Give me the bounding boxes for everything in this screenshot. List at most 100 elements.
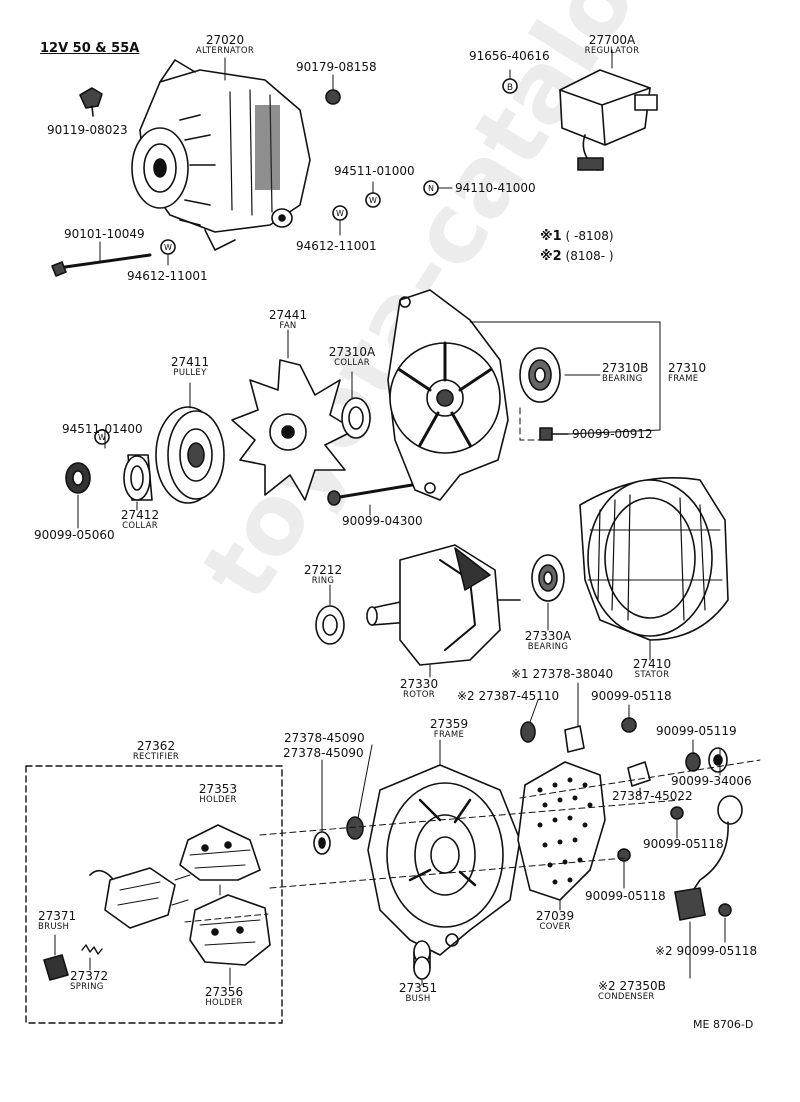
part-number: 90099-34006 xyxy=(671,774,752,788)
part-number: 27353 xyxy=(198,782,238,796)
part-number: 94511-01000 xyxy=(334,164,415,178)
pulley-27411-drawing xyxy=(155,406,225,504)
part-label-94511a: 94511-01000 xyxy=(334,165,415,178)
marker-b-drawing: B xyxy=(502,69,518,94)
frame-27310-drawing xyxy=(387,289,509,501)
part-number: 27330A xyxy=(524,629,572,643)
part-number: ※2 27387-45110 xyxy=(457,689,560,703)
part-label-94511b: 94511-01400 xyxy=(62,423,143,436)
part-number: 90099-05118 xyxy=(643,837,724,851)
bearing-27330a-drawing xyxy=(531,554,565,602)
leader-lines-middle xyxy=(329,584,651,678)
part-name: BEARING xyxy=(527,642,569,652)
part-number: 27387-45022 xyxy=(612,789,693,803)
part-number: 27212 xyxy=(303,563,343,577)
bearing-27310b-drawing xyxy=(519,347,561,403)
part-name: RECTIFIER xyxy=(132,752,180,762)
regulator-drawing xyxy=(559,69,658,171)
legend-mark-2: ※2 (8108- ) xyxy=(540,249,614,264)
collar-27310a-drawing xyxy=(341,397,371,439)
leader-lines-bottom xyxy=(54,682,726,986)
part-number: 94612-11001 xyxy=(127,269,208,283)
part-number: 90099-05060 xyxy=(34,528,115,542)
part-label-90101: 90101-10049 xyxy=(64,228,145,241)
nut-90179-drawing xyxy=(325,89,341,105)
insulators-27378-45090-drawing xyxy=(313,816,364,855)
part-number: ※2 90099-05118 xyxy=(655,944,758,958)
part-number: 27039 xyxy=(535,909,575,923)
part-number: 27310A xyxy=(328,345,376,359)
part-number: 27330 xyxy=(399,677,439,691)
part-number: 90179-08158 xyxy=(296,60,377,74)
part-number: ※1 27378-38040 xyxy=(511,667,614,681)
holder-27353-drawing xyxy=(179,824,261,881)
part-name: HOLDER xyxy=(199,795,237,805)
svg-text:N: N xyxy=(428,184,434,193)
part-label-90119: 90119-08023 xyxy=(47,124,128,137)
part-number: 90099-05118 xyxy=(591,689,672,703)
part-label-94612a: 94612-11001 xyxy=(296,240,377,253)
part-label-27387-45022: 27387-45022 xyxy=(612,790,693,803)
stator-27410-drawing xyxy=(579,477,729,641)
part-number: 90099-04300 xyxy=(342,514,423,528)
part-label-90099-05118b: 90099-05118 xyxy=(643,838,724,851)
bush-27351-drawing xyxy=(413,940,431,980)
part-name: RING xyxy=(311,576,335,586)
part-label-27378-38040: ※1 27378-38040 xyxy=(511,668,613,681)
nut-90099-05060-drawing xyxy=(65,462,91,494)
part-name: CONDENSER xyxy=(598,992,655,1002)
long-bolt-90099-04300-drawing xyxy=(327,483,414,506)
part-label-90099-05118c: 90099-05118 xyxy=(585,890,666,903)
brush-27371-drawing xyxy=(43,954,69,981)
part-label-90099-05118a: 90099-05118 xyxy=(591,690,672,703)
part-number: 90119-08023 xyxy=(47,123,128,137)
diagram-code: ME 8706-D xyxy=(693,1018,754,1031)
part-label-90179: 90179-08158 xyxy=(296,61,377,74)
part-number: 27378-45090 xyxy=(283,746,364,760)
part-name: ALTERNATOR xyxy=(195,46,255,56)
frame-27359-drawing xyxy=(367,764,521,956)
part-name: PULLEY xyxy=(173,368,207,378)
part-number: 27441 xyxy=(268,308,308,322)
part-name: COLLAR xyxy=(122,521,158,531)
part-number: 27412 xyxy=(120,508,160,522)
part-name: HOLDER xyxy=(205,998,243,1008)
fan-27441-drawing xyxy=(231,359,356,501)
holder-27356-drawing xyxy=(189,894,271,966)
leader-lines-front xyxy=(77,321,661,529)
part-label-27387-45110: ※2 27387-45110 xyxy=(457,690,559,703)
part-number: 90099-00912 xyxy=(572,427,653,441)
collar-27412-drawing xyxy=(123,454,153,501)
bolt-90119-drawing xyxy=(79,87,103,117)
spring-27372-drawing xyxy=(81,944,103,955)
part-name: REGULATOR xyxy=(584,46,640,56)
diagram-title: 12V 50 & 55A xyxy=(40,41,140,56)
part-number: 27700A xyxy=(588,33,636,47)
part-label-94110: 94110-41000 xyxy=(455,182,536,195)
part-name: BEARING xyxy=(602,374,643,384)
rectifier-box xyxy=(25,765,283,1024)
part-name: FRAME xyxy=(433,730,465,740)
part-name: FAN xyxy=(279,321,297,331)
part-label-94612b: 94612-11001 xyxy=(127,270,208,283)
alternator-assembly-drawing xyxy=(131,59,311,251)
part-number: 27359 xyxy=(429,717,469,731)
part-number: 27410 xyxy=(632,657,672,671)
